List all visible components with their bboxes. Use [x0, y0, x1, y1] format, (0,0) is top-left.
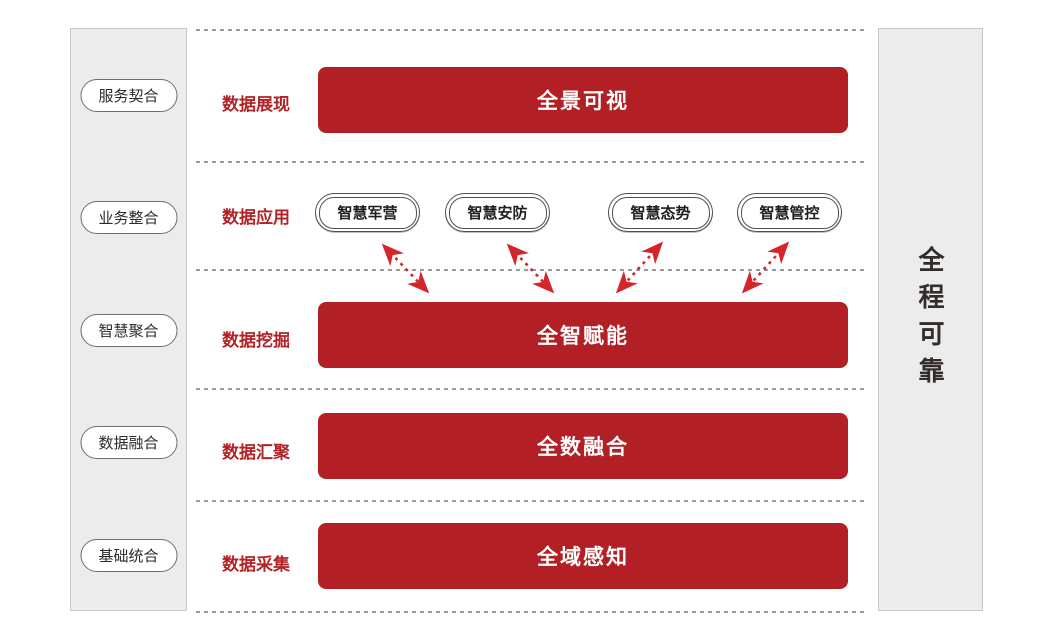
app-pill-smart-situation: 智慧态势 [608, 193, 713, 232]
app-pill-label: 智慧军营 [318, 196, 417, 229]
stage-pill-smart-aggregation: 智慧聚合 [80, 314, 177, 347]
right-assurance-panel: 全程可靠 [878, 28, 983, 611]
arrow-smart-situation-link [615, 241, 664, 294]
stage-pill-label: 服务契合 [98, 88, 159, 105]
row-label-data-application: 数据应用 [222, 208, 290, 227]
stage-pill-label: 智慧聚合 [98, 323, 159, 340]
stage-pill-label: 基础统合 [98, 548, 159, 565]
row-label-data-mining: 数据挖掘 [222, 331, 290, 350]
separator-line [196, 500, 866, 502]
stage-pill-service-fit: 服务契合 [80, 79, 177, 112]
bar-panoramic-visibility: 全景可视 [318, 67, 848, 133]
stage-pill-label: 数据融合 [98, 435, 159, 452]
bar-full-domain-sensing: 全域感知 [318, 523, 848, 589]
app-pill-label: 智慧管控 [740, 196, 839, 229]
app-pill-smart-control: 智慧管控 [737, 193, 842, 232]
app-pill-smart-security: 智慧安防 [445, 193, 550, 232]
separator-line [196, 161, 866, 163]
stage-pill-business-integration: 业务整合 [80, 201, 177, 234]
app-pill-label: 智慧安防 [448, 196, 547, 229]
assurance-vertical-label: 全程可靠 [915, 245, 945, 394]
bar-full-data-fusion: 全数融合 [318, 413, 848, 479]
stage-pill-basic-unification: 基础统合 [80, 539, 177, 572]
separator-line [196, 611, 866, 613]
stage-pill-label: 业务整合 [98, 210, 159, 227]
app-pill-label: 智慧态势 [611, 196, 710, 229]
arrow-smart-control-link [741, 241, 790, 294]
separator-line [196, 269, 866, 271]
row-label-data-collection: 数据采集 [222, 555, 290, 574]
bar-full-intelligence: 全智赋能 [318, 302, 848, 368]
app-pill-smart-barracks: 智慧军营 [315, 193, 420, 232]
left-stage-panel: 服务契合 业务整合 智慧聚合 数据融合 基础统合 [70, 28, 187, 611]
row-label-data-convergence: 数据汇聚 [222, 443, 290, 462]
separator-line [196, 388, 866, 390]
separator-line [196, 29, 866, 31]
row-label-data-display: 数据展现 [222, 95, 290, 114]
stage-pill-data-fusion: 数据融合 [80, 426, 177, 459]
